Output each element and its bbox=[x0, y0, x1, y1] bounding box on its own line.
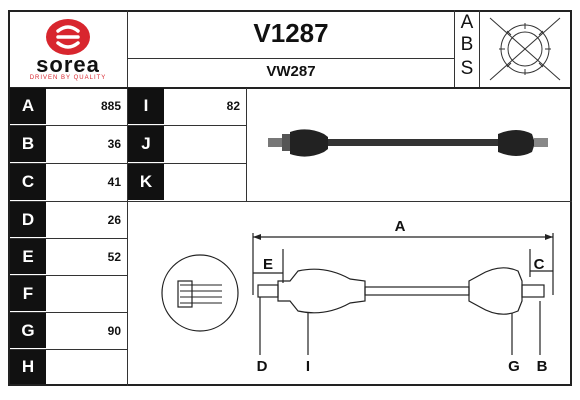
row-letter-g: G bbox=[10, 313, 46, 348]
row-letter-j: J bbox=[128, 126, 164, 162]
row-letter-i: I bbox=[128, 88, 164, 124]
abs-letter-a: A bbox=[460, 12, 474, 33]
row-letter-d: D bbox=[10, 202, 46, 237]
driveshaft-dimension-diagram: A E C D I G B bbox=[161, 218, 554, 375]
row-value-b: 36 bbox=[107, 137, 121, 151]
dimension-label-b: B bbox=[537, 358, 548, 375]
dimension-label-i: I bbox=[306, 358, 310, 375]
row-letter-c: C bbox=[10, 164, 46, 200]
abs-letter-s: S bbox=[460, 58, 474, 79]
row-value-g: 90 bbox=[107, 323, 121, 338]
row-letter-h: H bbox=[10, 350, 46, 384]
row-value-c: 41 bbox=[107, 175, 121, 189]
reference-code: VW287 bbox=[266, 63, 316, 80]
brand-logo: sorea DRIVEN BY QUALITY bbox=[10, 12, 126, 84]
row-letter-e: E bbox=[10, 239, 46, 274]
part-number: V1287 bbox=[253, 18, 329, 48]
row-value-k bbox=[164, 164, 246, 200]
driveshaft-photo bbox=[268, 129, 548, 157]
dimension-label-e: E bbox=[263, 256, 273, 273]
dimension-label-a: A bbox=[395, 218, 406, 235]
row-value-f bbox=[46, 276, 127, 311]
row-letter-k: K bbox=[128, 164, 164, 200]
abs-letters: A B S bbox=[456, 12, 478, 86]
sorea-logo-icon bbox=[46, 19, 90, 55]
row-value-e: 52 bbox=[107, 249, 121, 264]
row-letter-b: B bbox=[10, 126, 46, 162]
abs-crossed-ring-icon bbox=[489, 17, 561, 81]
row-value-d: 26 bbox=[107, 212, 121, 227]
brand-tagline: DRIVEN BY QUALITY bbox=[29, 75, 107, 81]
row-letter-a: A bbox=[10, 88, 46, 124]
row-value-h bbox=[46, 350, 127, 384]
row-value-i: 82 bbox=[226, 99, 240, 113]
row-value-a: 885 bbox=[100, 99, 121, 113]
row-value-j bbox=[164, 126, 246, 162]
abs-letter-b: B bbox=[460, 34, 474, 55]
dimension-label-g: G bbox=[508, 358, 520, 375]
dimension-label-c: C bbox=[534, 256, 545, 273]
row-letter-f: F bbox=[10, 276, 46, 311]
dimension-label-d: D bbox=[257, 358, 268, 375]
brand-name: sorea bbox=[36, 52, 100, 77]
spec-sheet-frame bbox=[8, 10, 572, 386]
